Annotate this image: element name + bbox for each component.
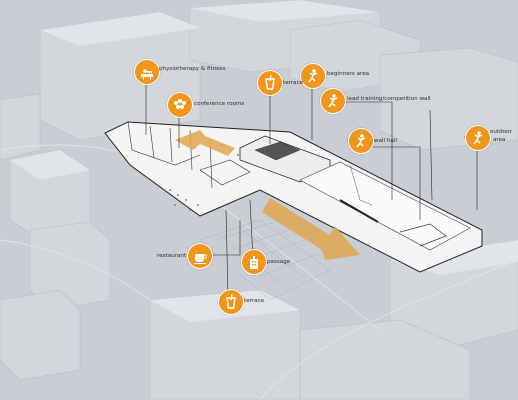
label-outdoor-area-1: outdoor: [490, 129, 512, 135]
label-terrace-bottom: terrace: [244, 298, 265, 304]
label-physiotherapy-fitness: physiotherapy & fitness: [159, 66, 226, 72]
massage-icon: [134, 59, 160, 85]
label-restaurant: restaurant: [157, 253, 187, 259]
building-plan: [104, 121, 483, 273]
label-outdoor-area-2: area: [493, 137, 506, 143]
circulation-arrows: [175, 130, 360, 260]
label-terrace-top: terrace: [283, 80, 304, 86]
climber-icon: [320, 88, 346, 114]
drink-cup-icon: [218, 289, 244, 315]
climber-icon: [348, 128, 374, 154]
drink-cup-icon: [257, 70, 283, 96]
label-lead-training: lead training/competition wall: [347, 96, 431, 102]
label-wall-hall: wall hall: [374, 138, 397, 144]
climber-icon: [300, 63, 326, 89]
label-conference-rooms: conference rooms: [194, 101, 245, 107]
coffee-cup-icon: [187, 243, 213, 269]
label-passage: passage: [267, 259, 291, 265]
building-icon: [241, 249, 267, 275]
label-beginners-area: beginners area: [327, 71, 370, 77]
context-building-tops: [10, 0, 518, 322]
people-group-icon: [167, 92, 193, 118]
climber-icon: [465, 125, 491, 151]
